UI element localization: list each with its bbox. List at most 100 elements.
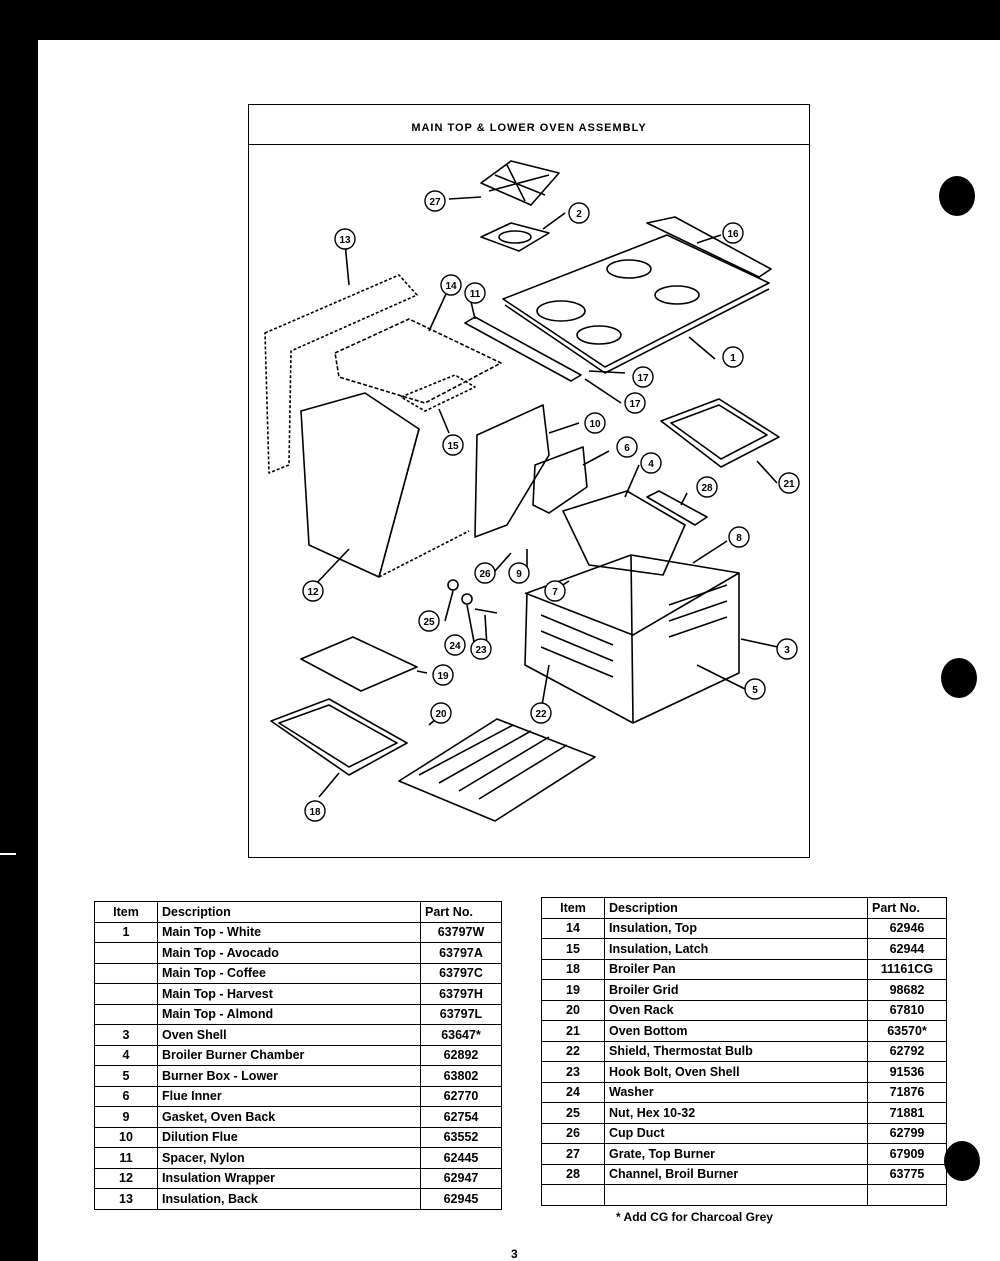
description-cell: Broiler Burner Chamber: [157, 1044, 421, 1066]
broiler-pan: [270, 698, 408, 776]
callout-11: 11: [464, 282, 486, 304]
item-cell: 22: [541, 1040, 605, 1062]
broiler-chamber: [562, 490, 686, 576]
description-cell: Broiler Pan: [604, 958, 868, 980]
description-cell: Washer: [604, 1081, 868, 1103]
callout-18: 18: [304, 800, 326, 822]
washer: [461, 593, 473, 605]
svg-text:14: 14: [445, 281, 457, 292]
callout-26: 26: [474, 562, 496, 584]
svg-text:28: 28: [701, 483, 713, 494]
page-number: 3: [511, 1247, 518, 1261]
callout-17b: 17: [624, 392, 646, 414]
part-number-cell: 63797C: [420, 962, 502, 984]
svg-text:21: 21: [783, 479, 795, 490]
callout-19: 19: [432, 664, 454, 686]
flue-inner: [532, 446, 588, 514]
svg-text:3: 3: [784, 645, 790, 656]
insulation-top: [334, 318, 502, 404]
description-cell: Main Top - White: [157, 921, 421, 943]
item-cell: 5: [94, 1065, 158, 1087]
part-number-cell: 62754: [420, 1106, 502, 1128]
item-cell: 15: [541, 938, 605, 960]
callout-17a: 17: [632, 366, 654, 388]
item-cell: 9: [94, 1106, 158, 1128]
item-cell: 19: [541, 979, 605, 1001]
part-number-cell: 63802: [420, 1065, 502, 1087]
item-cell: [94, 1003, 158, 1025]
callout-15: 15: [442, 434, 464, 456]
item-cell: [94, 962, 158, 984]
part-number-cell: 63775: [867, 1163, 947, 1185]
description-cell: Main Top - Avocado: [157, 942, 421, 964]
svg-text:17: 17: [629, 399, 641, 410]
part-number-cell: 62947: [420, 1167, 502, 1189]
callout-9: 9: [508, 562, 530, 584]
footnote: * Add CG for Charcoal Grey: [616, 1210, 773, 1224]
item-cell: 28: [541, 1163, 605, 1185]
callout-13: 13: [334, 228, 356, 250]
description-cell: Main Top - Almond: [157, 1003, 421, 1025]
item-cell: 26: [541, 1122, 605, 1144]
part-number-cell: 62892: [420, 1044, 502, 1066]
item-cell: 21: [541, 1020, 605, 1042]
part-number-cell: 67909: [867, 1143, 947, 1165]
callout-21: 21: [778, 472, 800, 494]
item-cell: 20: [541, 999, 605, 1021]
item-cell: 24: [541, 1081, 605, 1103]
item-cell: 4: [94, 1044, 158, 1066]
svg-text:7: 7: [552, 587, 558, 598]
item-cell: 12: [94, 1167, 158, 1189]
binder-hole-top: [939, 176, 975, 216]
item-cell: 10: [94, 1126, 158, 1148]
description-cell: Flue Inner: [157, 1085, 421, 1107]
description-cell: Insulation, Latch: [604, 938, 868, 960]
col-part-header: Part No.: [420, 901, 502, 923]
description-cell: Insulation, Back: [157, 1188, 421, 1210]
svg-text:17: 17: [637, 373, 649, 384]
callout-2: 2: [568, 202, 590, 224]
hook-bolt: [474, 608, 498, 614]
oven-rack: [398, 718, 596, 822]
table-row: [541, 1184, 947, 1206]
svg-text:4: 4: [648, 459, 654, 470]
main-top: [502, 234, 770, 374]
description-cell: Hook Bolt, Oven Shell: [604, 1061, 868, 1083]
item-cell: 13: [94, 1188, 158, 1210]
item-cell: 1: [94, 921, 158, 943]
insulation-wrapper: [300, 392, 470, 578]
part-number-cell: 91536: [867, 1061, 947, 1083]
svg-text:2: 2: [576, 209, 582, 220]
part-number-cell: 67810: [867, 999, 947, 1021]
svg-text:10: 10: [589, 419, 601, 430]
callout-1: 1: [722, 346, 744, 368]
description-cell: Broiler Grid: [604, 979, 868, 1001]
item-cell: 14: [541, 917, 605, 939]
description-cell: Main Top - Coffee: [157, 962, 421, 984]
table-header-row: Item Description Part No.: [94, 901, 502, 923]
part-number-cell: 63552: [420, 1126, 502, 1148]
svg-text:27: 27: [429, 197, 441, 208]
svg-text:13: 13: [339, 235, 351, 246]
item-cell: 25: [541, 1102, 605, 1124]
part-number-cell: 71881: [867, 1102, 947, 1124]
callout-10: 10: [584, 412, 606, 434]
callout-5: 5: [744, 678, 766, 700]
callout-8: 8: [728, 526, 750, 548]
